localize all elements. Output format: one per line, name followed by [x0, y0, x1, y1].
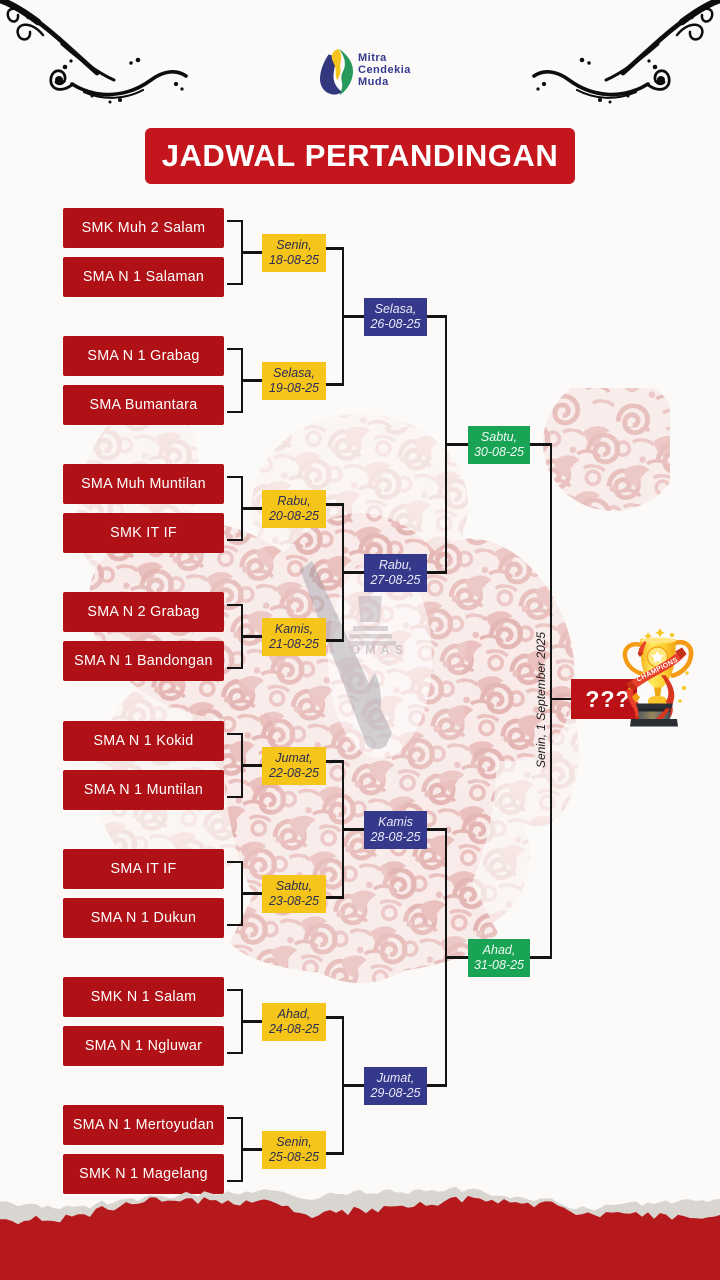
svg-text:SILOMAS: SILOMAS	[316, 643, 408, 657]
